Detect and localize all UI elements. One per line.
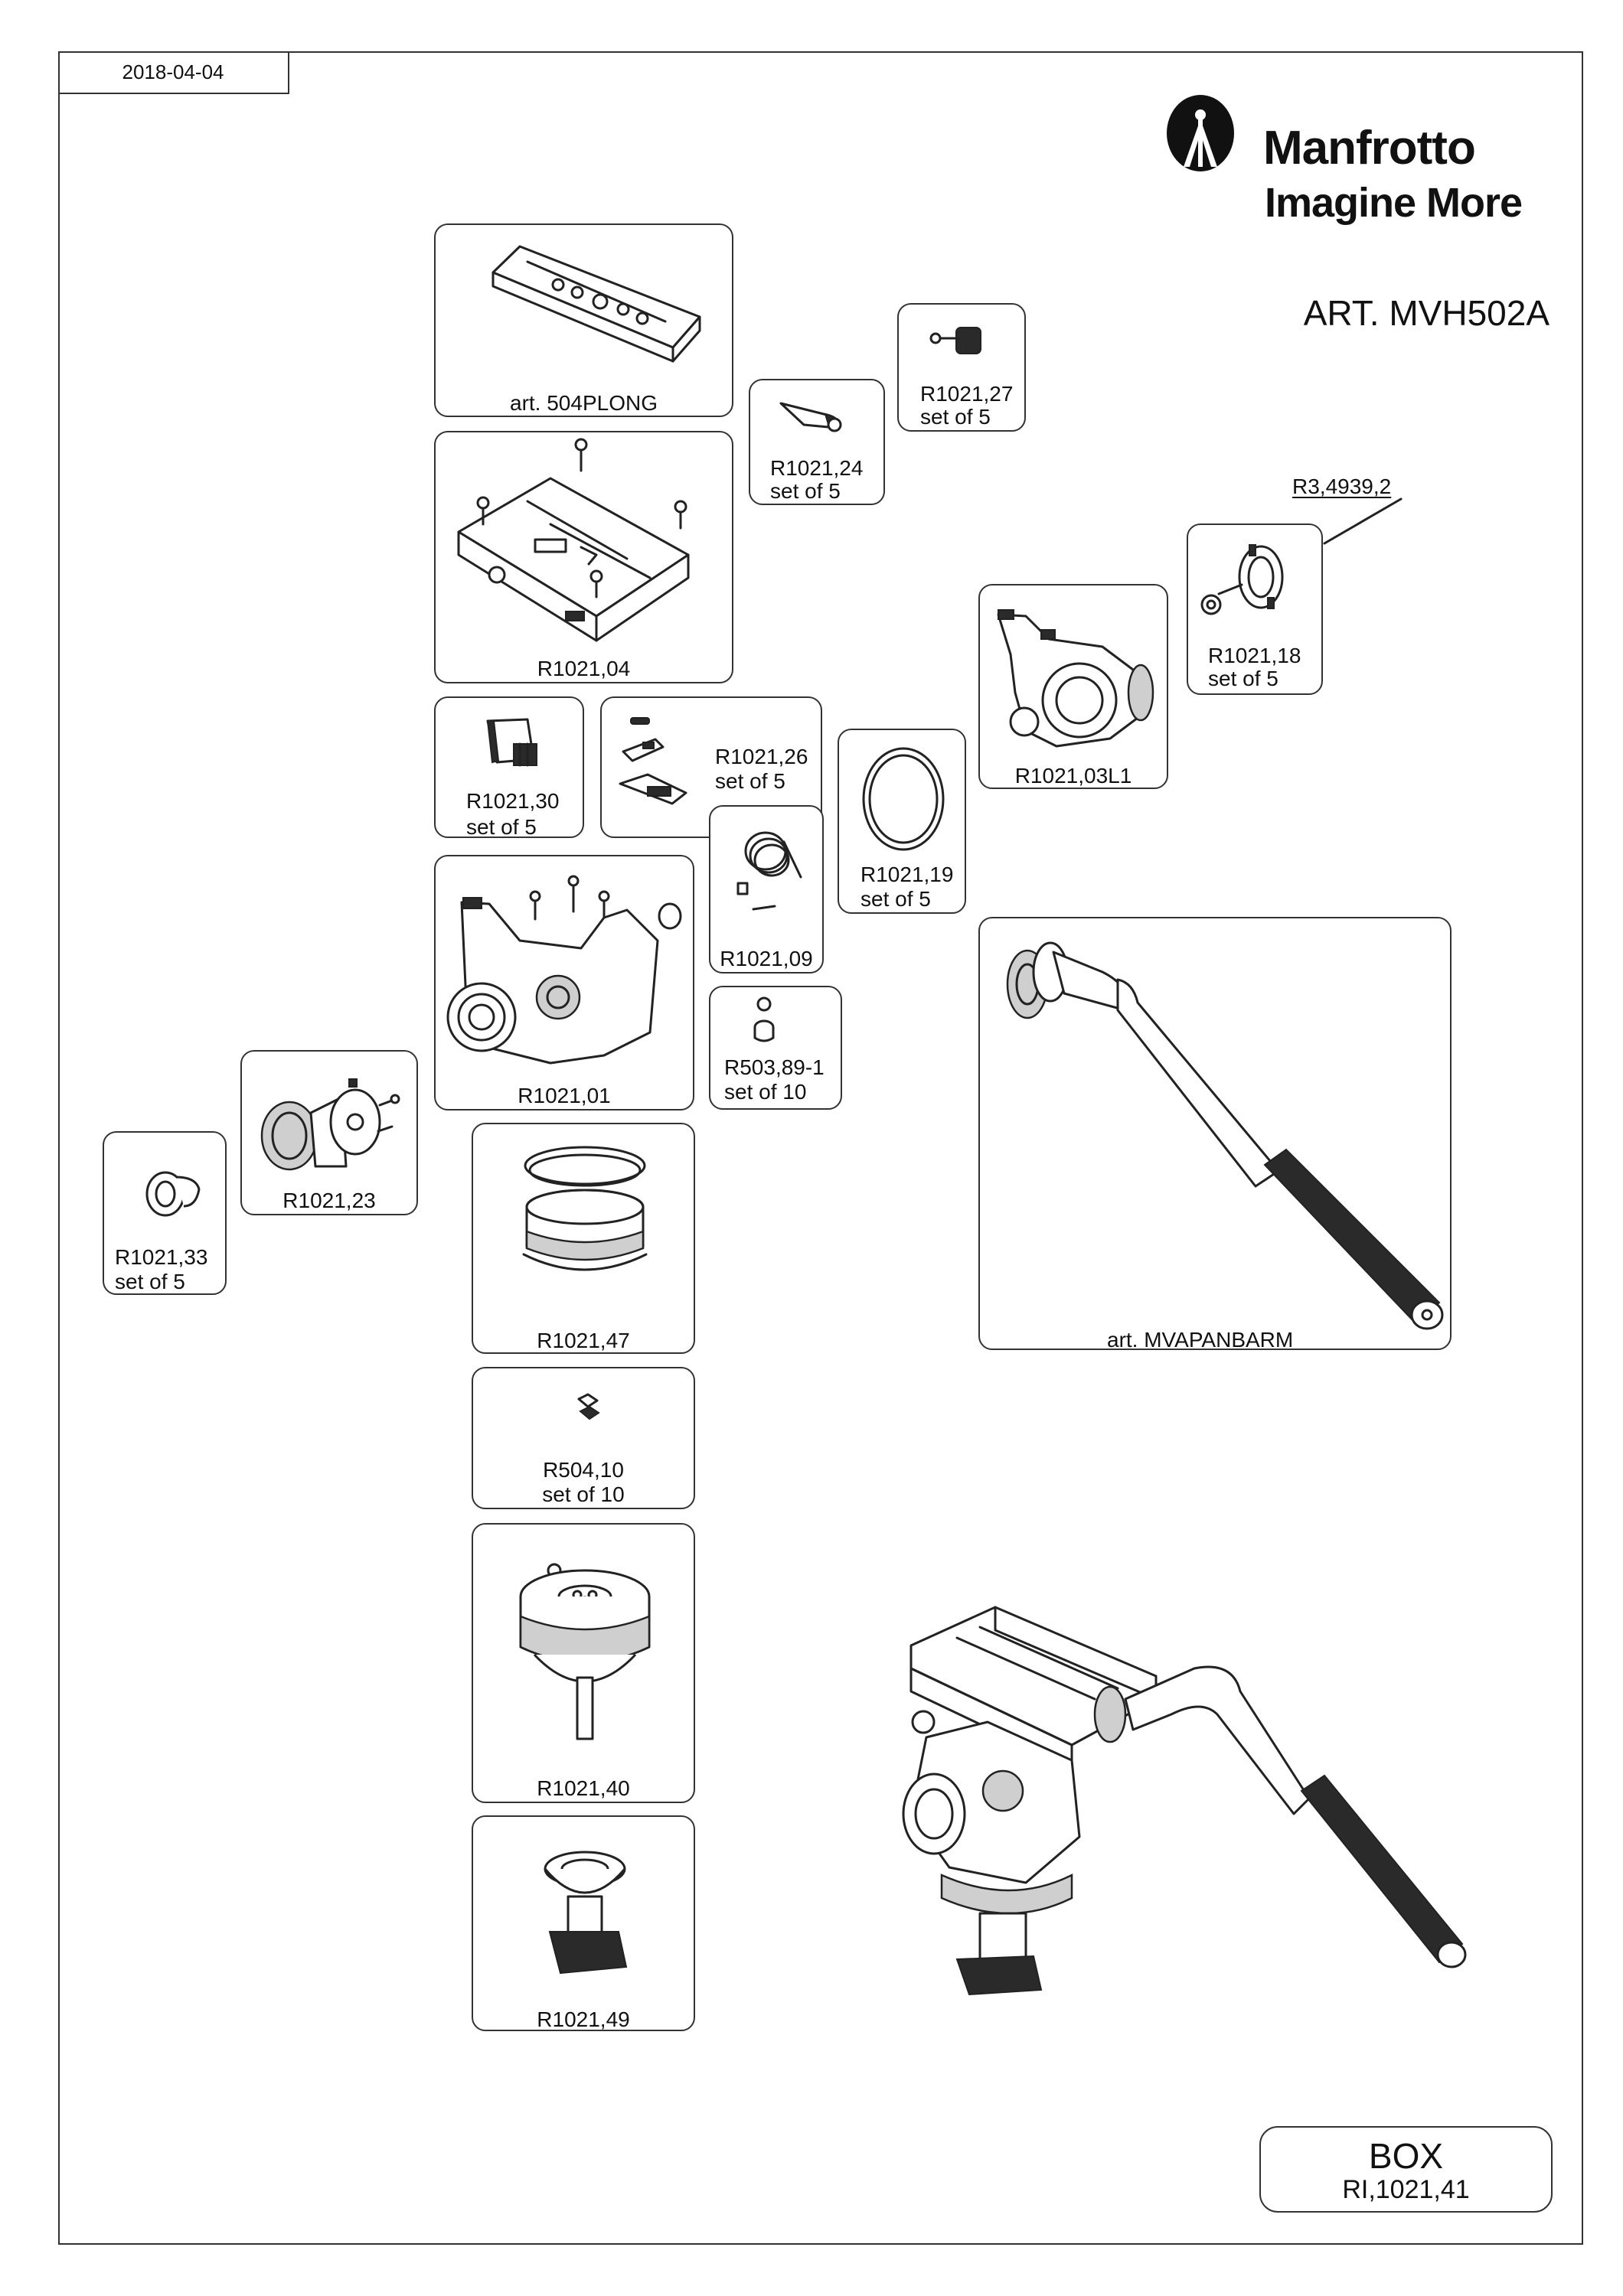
part-code: R1021,03L1 [1014, 764, 1132, 788]
part-r1021-04[interactable]: R1021,04 [434, 431, 733, 683]
head-body-icon [446, 875, 682, 1065]
part-code: R1021,19 [860, 863, 954, 886]
part-quantity: set of 5 [770, 479, 841, 503]
part-code: R1021,47 [537, 1329, 630, 1352]
part-r1021-01[interactable]: R1021,01 [434, 855, 694, 1110]
brand-tagline: Imagine More [1265, 180, 1523, 226]
part-quantity: set of 5 [920, 405, 991, 429]
part-r1021-47[interactable]: R1021,47 [472, 1123, 695, 1354]
part-quantity: set of 5 [715, 769, 785, 793]
brand-name: Manfrotto [1263, 122, 1476, 174]
lever-icon [779, 402, 842, 432]
date-text: 2018-04-04 [122, 60, 224, 83]
part-code: R504,10 [543, 1458, 624, 1482]
part-code: R1021,30 [466, 789, 560, 813]
release-lever-icon [619, 717, 687, 805]
part-code: R1021,04 [537, 657, 631, 680]
sliding-plate-icon [491, 245, 701, 363]
article-number: ART. MVH502A [1303, 293, 1550, 333]
part-mvapanbarm[interactable]: art. MVAPANBARM [978, 917, 1452, 1352]
part-quantity: set of 10 [724, 1080, 807, 1104]
pan-bar-icon [1006, 941, 1444, 1330]
part-code: R1021,18 [1208, 644, 1301, 667]
part-code: art. 504PLONG [510, 391, 658, 415]
part-r1021-33[interactable]: R1021,33 set of 5 [103, 1131, 227, 1295]
pan-handle-socket-icon [1200, 544, 1284, 615]
box-info-panel: BOX RI,1021,41 [1259, 2126, 1553, 2213]
part-r1021-24[interactable]: R1021,24 set of 5 [749, 379, 885, 505]
part-r3-4939-2-code: R3,4939,2 [1292, 475, 1392, 498]
half-ball-icon [544, 1851, 628, 1975]
part-r1021-40[interactable]: R1021,40 [472, 1523, 695, 1803]
part-r1021-09[interactable]: R1021,09 [709, 805, 824, 974]
part-code: art. MVAPANBARM [1107, 1328, 1294, 1352]
part-r504-10[interactable]: R504,10 set of 10 [472, 1367, 695, 1509]
part-code: R1021,09 [720, 947, 813, 970]
cap-icon [145, 1171, 201, 1217]
part-code: R1021,49 [537, 2007, 630, 2031]
part-quantity: set of 5 [115, 1270, 185, 1293]
box-code: RI,1021,41 [1342, 2175, 1470, 2204]
small-clip-icon [577, 1393, 600, 1420]
part-r1021-03l1[interactable]: R1021,03L1 [978, 584, 1168, 789]
part-quantity: set of 5 [1208, 667, 1278, 690]
drawing-frame [58, 51, 1583, 2245]
part-r1021-23[interactable]: R1021,23 [240, 1050, 418, 1215]
part-code: R1021,27 [920, 382, 1014, 406]
part-504plong[interactable]: art. 504PLONG [434, 223, 733, 417]
part-r1021-18[interactable]: R1021,18 set of 5 [1187, 523, 1323, 695]
knob-assembly-icon [260, 1078, 400, 1171]
part-quantity: set of 10 [542, 1482, 625, 1506]
part-code: R1021,26 [715, 745, 808, 768]
part-code: R1021,23 [282, 1189, 376, 1212]
part-code: R1021,24 [770, 456, 864, 480]
part-r1021-49[interactable]: R1021,49 [472, 1815, 695, 2031]
spacer-icon [753, 996, 775, 1042]
part-r503-89-1[interactable]: R503,89-1 set of 10 [709, 986, 842, 1110]
part-code: R1021,40 [537, 1776, 630, 1800]
manfrotto-logo-icon [1167, 95, 1234, 171]
safety-knob-icon [929, 327, 981, 354]
part-r1021-27[interactable]: R1021,27 set of 5 [897, 303, 1026, 432]
part-r1021-30[interactable]: R1021,30 set of 5 [434, 696, 584, 839]
head-body-left-icon [997, 609, 1154, 748]
part-r1021-19[interactable]: R1021,19 set of 5 [838, 729, 966, 914]
knurled-ring-icon [522, 1146, 648, 1271]
part-quantity: set of 5 [860, 887, 931, 911]
box-title: BOX [1368, 2136, 1444, 2176]
plate-clamp-icon [457, 438, 690, 642]
lock-knob-icon [486, 718, 537, 767]
part-code: R1021,33 [115, 1245, 208, 1269]
spring-kit-icon [736, 831, 802, 911]
assembled-head-icon [902, 1606, 1467, 1996]
part-code: R503,89-1 [724, 1055, 825, 1079]
base-icon [519, 1563, 651, 1740]
part-quantity: set of 5 [466, 815, 537, 839]
revision-date: 2018-04-04 [58, 51, 289, 94]
ring-icon [862, 747, 945, 851]
part-code: R1021,01 [518, 1084, 611, 1107]
